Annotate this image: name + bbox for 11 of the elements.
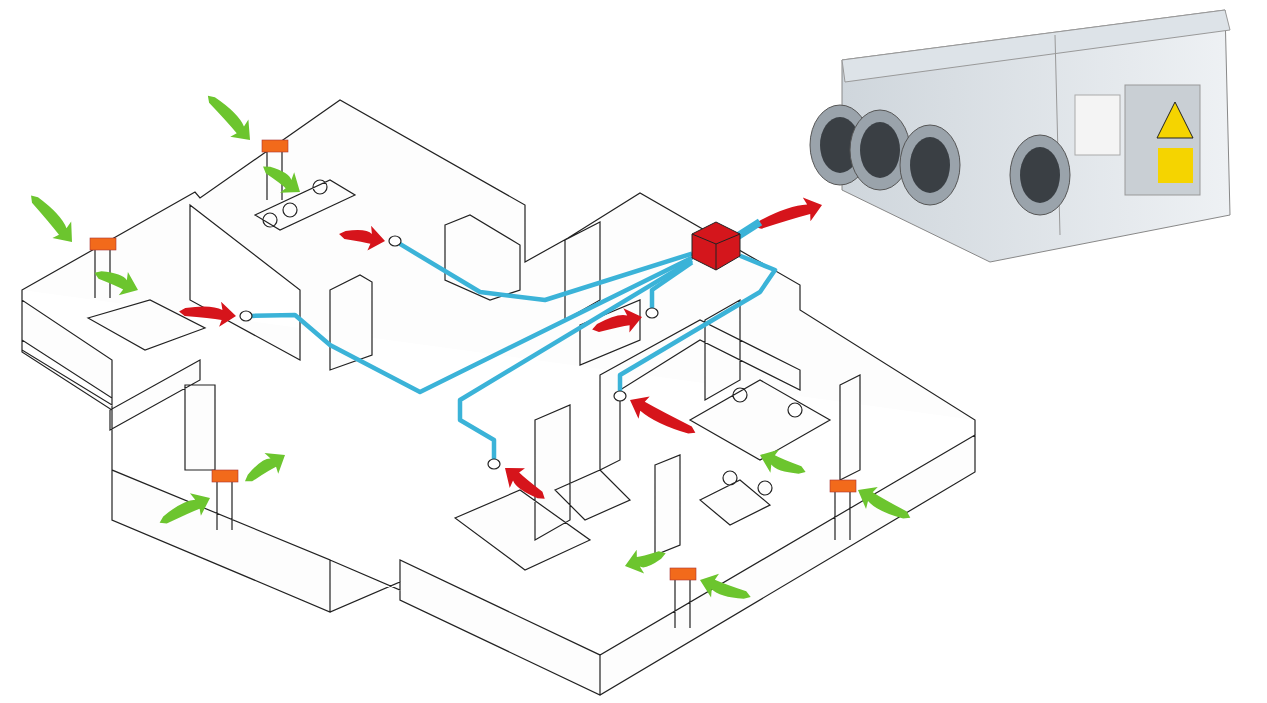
duct-line	[251, 255, 693, 395]
air-vent	[488, 459, 500, 469]
duct-line	[398, 242, 693, 303]
air-vent	[389, 236, 401, 246]
air-vent	[614, 391, 626, 401]
duct-line	[457, 258, 694, 459]
duct-line	[617, 253, 778, 391]
air-vent	[646, 308, 658, 318]
air-vent	[240, 311, 252, 321]
duct-line	[649, 260, 694, 308]
ventilation-fan-box	[692, 222, 740, 270]
